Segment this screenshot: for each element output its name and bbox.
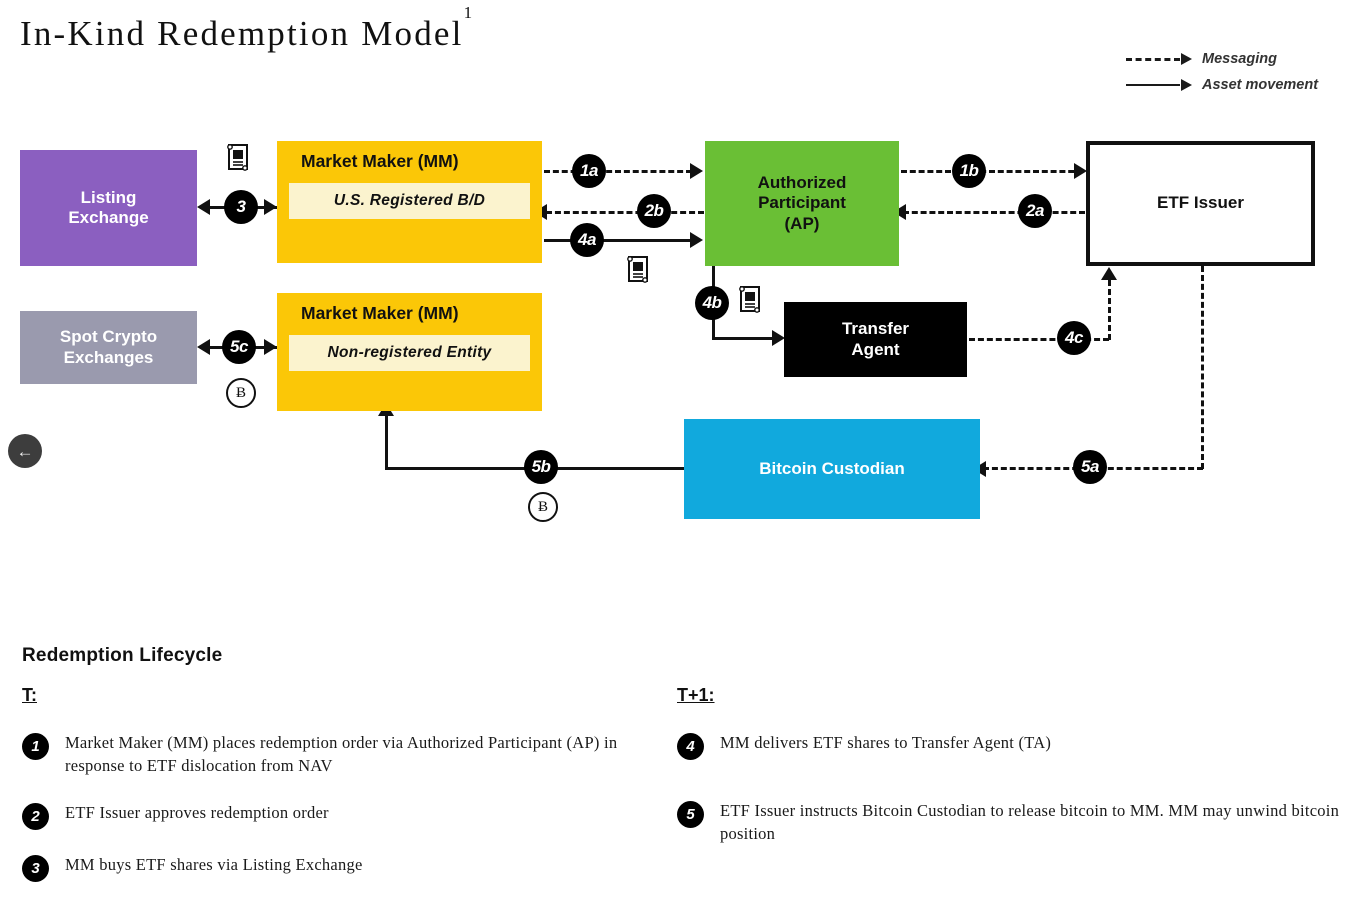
lifecycle-column-t: T: 1 Market Maker (MM) places redemption… [22,685,652,906]
page-title-footnote: 1 [463,3,473,23]
node-label-etf-issuer: ETF Issuer [1157,193,1244,213]
scroll-icon-step-4b [736,284,764,314]
badge-step-1b[interactable]: 1b [952,154,986,188]
connector-ta-to-etf-vertical [1108,280,1111,340]
arrowhead-etf-4c [1101,267,1117,280]
badge-step-5a[interactable]: 5a [1073,450,1107,484]
lifecycle-item-text-5: ETF Issuer instructs Bitcoin Custodian t… [720,801,1340,843]
node-label-ap-line1: Authorized [757,173,847,193]
lifecycle-item-number-2: 2 [22,802,49,830]
lifecycle-item-text-1: Market Maker (MM) places redemption orde… [65,733,618,775]
page-title-text: In-Kind Redemption Model [20,14,464,53]
lifecycle-item-number-1: 1 [22,733,49,760]
badge-step-4c[interactable]: 4c [1057,321,1091,355]
lifecycle-item-5: 5 ETF Issuer instructs Bitcoin Custodian… [677,800,1342,846]
connector-etf-to-custodian-vertical [1201,266,1204,469]
node-authorized-participant[interactable]: Authorized Participant (AP) [705,141,899,266]
node-label-mm-bd-title: Market Maker (MM) [301,151,459,171]
node-label-mm-nonreg-subtitle: Non-registered Entity [289,335,530,371]
solid-arrow-icon [1126,79,1192,91]
lifecycle-day-label-t-plus-1: T+1: [677,685,715,705]
connector-ap-to-ta-horizontal [712,337,774,340]
arrowhead-mm-nonreg-5c [264,339,277,355]
arrowhead-etf-1b [1074,163,1087,179]
legend-item-messaging: Messaging [1126,46,1353,72]
node-bitcoin-custodian[interactable]: Bitcoin Custodian [684,419,980,519]
lifecycle-item-3: 3 MM buys ETF shares via Listing Exchang… [22,854,652,882]
node-label-bitcoin-custodian: Bitcoin Custodian [759,458,905,478]
scroll-icon-step-3 [224,142,252,172]
lifecycle-item-text-3: MM buys ETF shares via Listing Exchange [65,854,363,874]
lifecycle-item-number-3: 3 [22,854,49,882]
dashed-arrow-icon [1126,53,1192,65]
connector-mm-to-ap-1a [544,170,692,173]
badge-step-4b[interactable]: 4b [695,286,729,320]
connector-ta-to-etf-horizontal [969,338,1109,341]
badge-step-2b[interactable]: 2b [637,194,671,228]
arrowhead-ap-1a [690,163,703,179]
legend-label-messaging: Messaging [1202,51,1277,67]
connector-ap-to-mm-2b [546,211,704,214]
node-label-transfer-agent-line1: Transfer [841,319,910,339]
legend-item-asset-movement: Asset movement [1126,72,1353,98]
lifecycle-item-1: 1 Market Maker (MM) places redemption or… [22,732,652,778]
badge-step-1a[interactable]: 1a [572,154,606,188]
lifecycle-day-label-t: T: [22,685,37,705]
node-spot-crypto-exchanges[interactable]: Spot Crypto Exchanges [20,311,197,384]
back-arrow-icon: ← [16,441,34,461]
badge-step-3[interactable]: 3 [224,190,258,224]
redemption-lifecycle-section: Redemption Lifecycle T: 1 Market Maker (… [22,645,1342,915]
node-transfer-agent[interactable]: Transfer Agent [784,302,967,377]
badge-step-5b[interactable]: 5b [524,450,558,484]
node-etf-issuer[interactable]: ETF Issuer [1086,141,1315,266]
arrowhead-spot-crypto-5c [197,339,210,355]
lifecycle-item-4: 4 MM delivers ETF shares to Transfer Age… [677,732,1342,760]
bitcoin-icon-step-5c: Ƀ [226,378,256,408]
scroll-icon-step-4a [624,254,652,284]
lifecycle-item-2: 2 ETF Issuer approves redemption order [22,802,652,830]
node-label-listing-exchange-line2: Exchange [68,208,149,227]
lifecycle-column-t-plus-1: T+1: 4 MM delivers ETF shares to Transfe… [677,685,1342,870]
badge-step-2a[interactable]: 2a [1018,194,1052,228]
arrowhead-to-mm-bd [264,199,277,215]
legend: Messaging Asset movement [1126,46,1353,98]
badge-step-4a[interactable]: 4a [570,223,604,257]
node-label-mm-nonreg-title: Market Maker (MM) [301,303,459,323]
bitcoin-icon-step-5b: Ƀ [528,492,558,522]
node-label-spot-crypto-line1: Spot Crypto [59,327,158,347]
back-button[interactable]: ← [8,434,42,468]
node-label-spot-crypto-line2: Exchanges [63,347,154,367]
node-label-ap-line3: (AP) [784,213,820,233]
badge-step-5c[interactable]: 5c [222,330,256,364]
node-label-listing-exchange-line1: Listing [80,187,137,207]
connector-custodian-to-mm-vertical [385,415,388,469]
lifecycle-item-text-2: ETF Issuer approves redemption order [65,802,329,822]
arrowhead-transfer-agent-4b [772,330,785,346]
page-title: In-Kind Redemption Model1 [20,3,472,54]
connector-ap-to-etf-1b [901,170,1083,173]
lifecycle-heading: Redemption Lifecycle [22,645,223,666]
node-label-ap-line2: Participant [758,193,846,213]
node-market-maker-registered-bd[interactable]: Market Maker (MM) U.S. Registered B/D [277,141,542,263]
node-market-maker-non-registered[interactable]: Market Maker (MM) Non-registered Entity [277,293,542,411]
connector-mm-to-ap-4a [544,239,692,242]
lifecycle-item-number-5: 5 [677,801,704,828]
lifecycle-item-number-4: 4 [677,733,704,760]
node-label-mm-bd-subtitle: U.S. Registered B/D [289,183,530,219]
arrowhead-to-listing-exchange [197,199,210,215]
lifecycle-item-text-4: MM delivers ETF shares to Transfer Agent… [720,733,1052,752]
node-listing-exchange[interactable]: Listing Exchange [20,150,197,266]
connector-etf-to-ap-2a [903,211,1085,214]
legend-label-asset-movement: Asset movement [1202,77,1319,93]
node-label-transfer-agent-line2: Agent [851,339,900,359]
arrowhead-ap-4a [690,232,703,248]
